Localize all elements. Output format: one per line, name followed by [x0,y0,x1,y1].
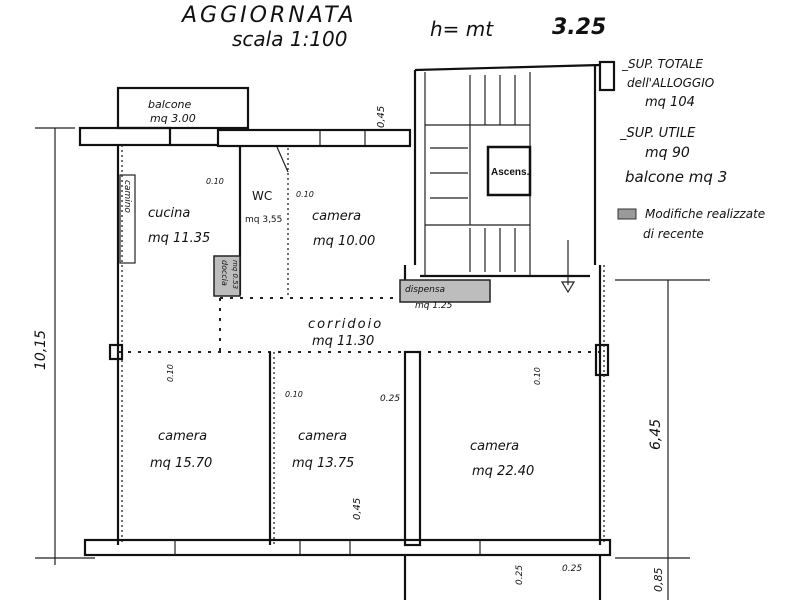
top-wall-thickness: 0,45 [376,106,387,128]
legend-text-2: di recente [643,227,704,241]
dim-label: 0.10 [285,390,303,399]
top-wall-right [216,128,412,148]
right-small-label: 0,85 [652,568,665,593]
pantry-label: dispensa [405,285,445,295]
kitchen-label: cucina [148,206,190,221]
bedroom-1-label: camera [158,429,207,444]
shower-label: doccia [220,260,229,286]
height-label: h= mt [430,17,494,41]
height-value: 3.25 [552,15,606,40]
shower [213,255,241,297]
elevator [486,145,532,197]
pantry-area: mq 1.25 [415,301,453,311]
useful-area-label: _SUP. UTILE [619,126,696,141]
bottom-wall-thickness: 0,45 [352,498,363,520]
bedroom-1-area: mq 15.70 [150,456,212,471]
dim-label: 0.10 [206,177,224,186]
balcony-label: balcone [148,98,192,111]
total-depth-label: 10,15 [33,330,49,370]
bedroom-3-area: mq 22.40 [472,464,534,479]
bottom-wall [83,538,612,557]
plan-scale: scala 1:100 [232,27,347,51]
fireplace [119,174,136,264]
dim-label: 0.10 [166,364,175,382]
dim-label: 0.10 [533,367,542,385]
dim-label: 0.25 [562,564,582,574]
dim-label: 0.10 [296,190,314,199]
top-wall-left [78,126,172,147]
bedroom-2-area: mq 13.75 [292,456,354,471]
elevator-label: Ascens. [491,167,530,178]
corridor-area: mq 11.30 [312,334,374,349]
total-area-value: mq 104 [645,95,695,110]
bedroom-2-label: camera [298,429,347,444]
legend-swatch [617,208,637,220]
bedroom-top-label: camera [312,209,361,224]
wc-area: mq 3,55 [245,215,282,225]
balcony-area: balcone mq 3 [625,168,727,186]
wc-label: WC [252,189,272,203]
fireplace-label: camino [122,180,132,213]
shower-area: mq 0.53 [231,260,239,289]
balcony-area-label: mq 3.00 [150,112,196,125]
total-area-label-2: dell'ALLOGGIO [627,76,714,90]
balcony-outline [116,86,250,130]
corridor-label: corridoio [308,317,383,332]
stairwell [413,60,616,294]
bedroom-top-area: mq 10.00 [313,234,375,249]
kitchen-area: mq 11.35 [148,231,210,246]
useful-area-value: mq 90 [645,145,690,161]
right-depth-label: 6,45 [648,419,664,450]
wall-bedroom-2-3 [403,350,422,547]
bedroom-3-label: camera [470,439,519,454]
plan-title: AGGIORNATA [180,3,357,28]
dim-label: 0.25 [380,394,400,404]
legend-text: Modifiche realizzate [645,207,765,221]
dim-label: 0.25 [515,565,525,585]
total-area-label: _SUP. TOTALE [621,57,704,71]
pantry [399,279,491,303]
